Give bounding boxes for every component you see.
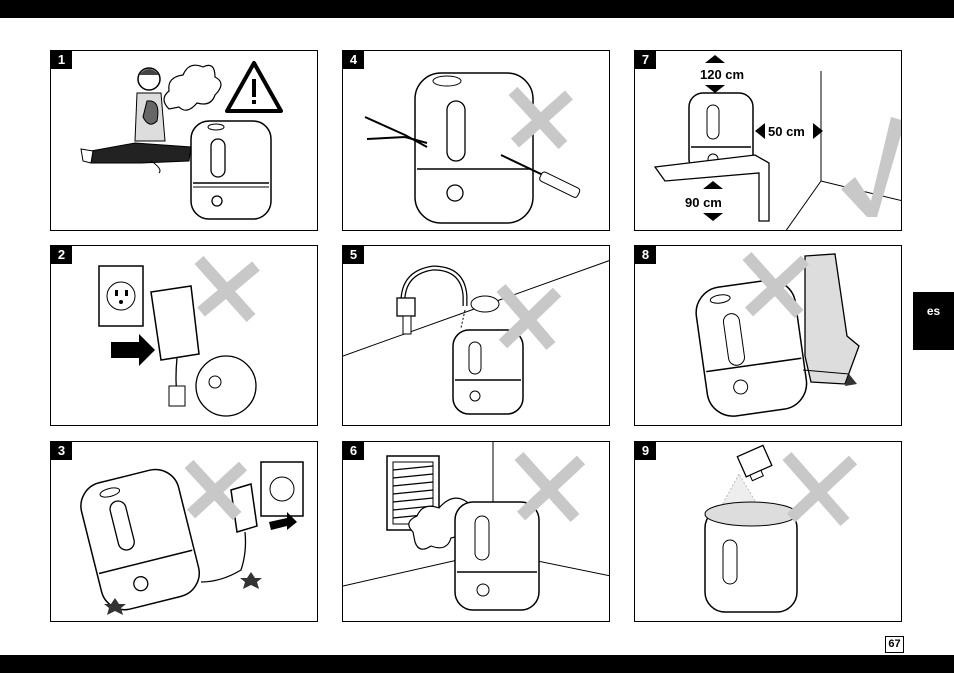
prohibited-cross-icon — [519, 456, 581, 518]
panel-7: 7 120 cm 50 cm 90 cm — [634, 50, 902, 231]
prohibited-cross-icon — [787, 456, 853, 522]
child-near-humidifier-illustration — [51, 51, 318, 231]
adapter-unplug-illustration — [51, 246, 318, 426]
check-mark-icon — [841, 117, 902, 217]
placement-distances-illustration: 120 cm 50 cm 90 cm — [635, 51, 902, 231]
tipped-humidifier-illustration — [51, 442, 318, 622]
panel-number: 2 — [51, 246, 72, 264]
panel-number: 6 — [343, 442, 364, 460]
no-kicking-illustration — [635, 246, 902, 426]
language-tab: es — [913, 292, 954, 350]
height-below-label: 90 cm — [685, 195, 722, 210]
height-above-label: 120 cm — [700, 67, 744, 82]
distance-wall-label: 50 cm — [768, 124, 805, 139]
panel-9: 9 — [634, 441, 902, 622]
panel-number: 7 — [635, 51, 656, 69]
panel-1: 1 — [50, 50, 318, 231]
panel-number: 4 — [343, 51, 364, 69]
panel-number: 1 — [51, 51, 72, 69]
arrow-icon — [111, 334, 155, 366]
panel-2: 2 — [50, 245, 318, 426]
page-number: 67 — [885, 636, 904, 653]
no-tap-filling-illustration — [343, 246, 610, 426]
panel-number: 5 — [343, 246, 364, 264]
bottom-bar — [0, 655, 954, 673]
panel-number: 9 — [635, 442, 656, 460]
top-bar — [0, 0, 954, 18]
panel-6: 6 — [342, 441, 610, 622]
panel-4: 4 — [342, 50, 610, 231]
panel-3: 3 — [50, 441, 318, 622]
star-icon — [240, 572, 262, 589]
prohibited-cross-icon — [501, 288, 557, 346]
panel-number: 3 — [51, 442, 72, 460]
panel-8: 8 — [634, 245, 902, 426]
prohibited-cross-icon — [199, 260, 256, 318]
panel-number: 8 — [635, 246, 656, 264]
not-near-vent-illustration — [343, 442, 610, 622]
panel-5: 5 — [342, 245, 610, 426]
no-additives-illustration — [635, 442, 902, 622]
no-tools-illustration — [343, 51, 610, 231]
